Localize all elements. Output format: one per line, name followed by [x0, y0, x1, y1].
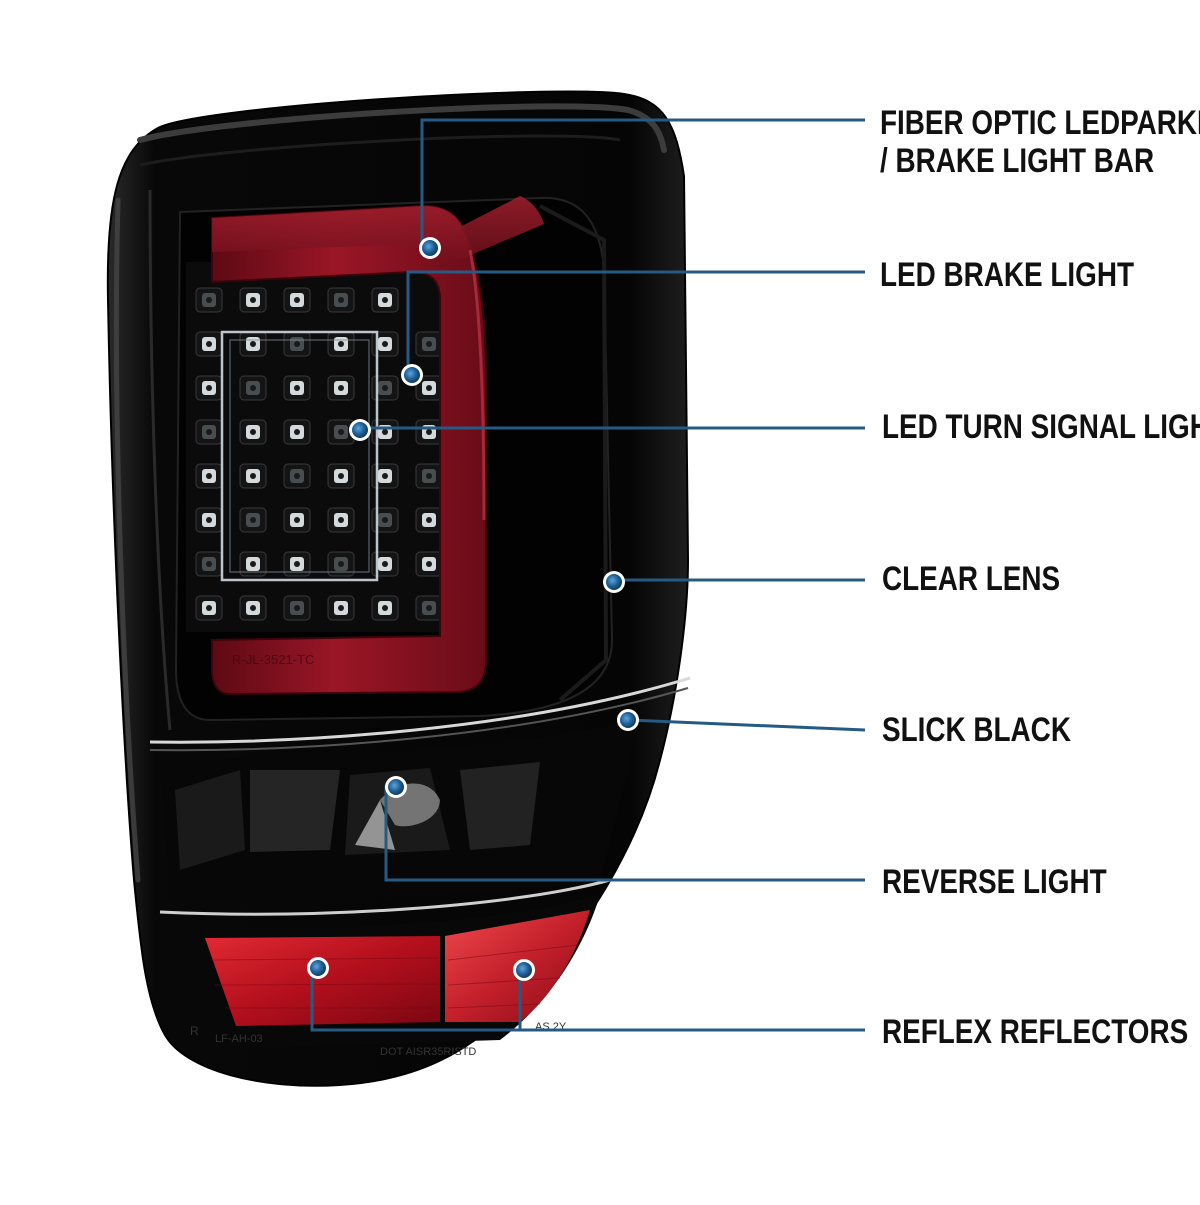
led-cell: [327, 331, 355, 357]
led-cell: [415, 551, 443, 577]
led-cell: [283, 419, 311, 445]
led-cell: [239, 419, 267, 445]
led-cell: [327, 419, 355, 445]
led-cell: [239, 507, 267, 533]
label-fiber-optic: FIBER OPTIC LEDPARKING / BRAKE LIGHT BAR: [880, 104, 1200, 180]
led-cell: [195, 331, 223, 357]
callout-dot-reverse: [385, 776, 407, 798]
led-grid: [195, 287, 443, 621]
fiber-light-bar-top: [212, 196, 544, 268]
led-cell: [283, 331, 311, 357]
led-cell: [239, 331, 267, 357]
led-cell: [283, 287, 311, 313]
led-cell: [415, 507, 443, 533]
label-fiber-optic-line2: / BRAKE LIGHT BAR: [880, 142, 1155, 180]
led-cell: [371, 375, 399, 401]
led-cell: [283, 507, 311, 533]
label-fiber-optic-line1: FIBER OPTIC LEDPARKING: [880, 104, 1200, 142]
led-cell: [415, 419, 443, 445]
housing-side-shine: [113, 197, 141, 883]
led-cell: [283, 551, 311, 577]
turn-signal-box: [220, 330, 379, 582]
led-panel-bg: [186, 262, 456, 632]
led-cell: [371, 551, 399, 577]
led-cell: [327, 463, 355, 489]
led-cell: [371, 507, 399, 533]
led-cell: [327, 551, 355, 577]
label-led-turn-signal: LED TURN SIGNAL LIGHT: [882, 408, 1200, 446]
lens-edge: [539, 204, 609, 702]
led-cell: [195, 595, 223, 621]
led-cell: [195, 375, 223, 401]
led-cell: [415, 595, 443, 621]
led-cell: [239, 551, 267, 577]
led-cell: [283, 595, 311, 621]
led-cell: [327, 507, 355, 533]
housing-rim-inner: [139, 134, 621, 167]
callout-dots: [307, 237, 639, 981]
bottom-mark-code: LF-AH-03: [215, 1033, 263, 1045]
chrome-divider-shadow: [149, 687, 689, 752]
led-cell: [415, 463, 443, 489]
led-cell: [283, 375, 311, 401]
lower-divider: [159, 878, 611, 916]
housing-inner-frame: [148, 189, 172, 731]
led-cell: [371, 331, 399, 357]
reverse-facet-1: [175, 770, 245, 870]
callout-dot-lens: [603, 571, 625, 593]
led-cell: [239, 463, 267, 489]
reverse-facet-2: [250, 770, 340, 852]
bottom-mark-r: R: [190, 1024, 199, 1038]
label-clear-lens: CLEAR LENS: [882, 560, 1061, 598]
label-reflex-reflectors: REFLEX REFLECTORS: [882, 1013, 1189, 1051]
led-cell: [327, 287, 355, 313]
led-cell: [327, 595, 355, 621]
led-cell: [239, 595, 267, 621]
label-led-brake: LED BRAKE LIGHT: [880, 256, 1135, 294]
callout-line-slick: [627, 718, 866, 732]
led-cell: [239, 287, 267, 313]
led-cell: [327, 375, 355, 401]
turn-signal-box-inner: [229, 339, 370, 573]
callout-dot-brake: [401, 364, 423, 386]
label-slick-black: SLICK BLACK: [882, 711, 1071, 749]
callout-dot-reflex-left: [307, 957, 329, 979]
reverse-facet-4: [460, 762, 540, 850]
reflector-left: [205, 936, 440, 1026]
led-cell: [239, 375, 267, 401]
led-cell: [195, 507, 223, 533]
led-cell: [195, 551, 223, 577]
led-cell: [195, 463, 223, 489]
led-cell: [195, 287, 223, 313]
led-cell: [371, 595, 399, 621]
callout-dot-slick: [617, 709, 639, 731]
bar-molding-text: R-JL-3521-TC: [232, 652, 314, 667]
led-cell: [371, 287, 399, 313]
label-reverse-light: REVERSE LIGHT: [882, 863, 1107, 901]
callout-dot-reflex-right: [513, 959, 535, 981]
callout-dot-fiber: [419, 237, 441, 259]
callout-dot-turn: [349, 419, 371, 441]
led-cell: [371, 463, 399, 489]
led-cell: [415, 331, 443, 357]
bottom-mark-dot: DOT AISR35RISTD: [380, 1046, 476, 1058]
led-cell: [195, 419, 223, 445]
chrome-divider: [149, 676, 691, 744]
led-cell: [283, 463, 311, 489]
